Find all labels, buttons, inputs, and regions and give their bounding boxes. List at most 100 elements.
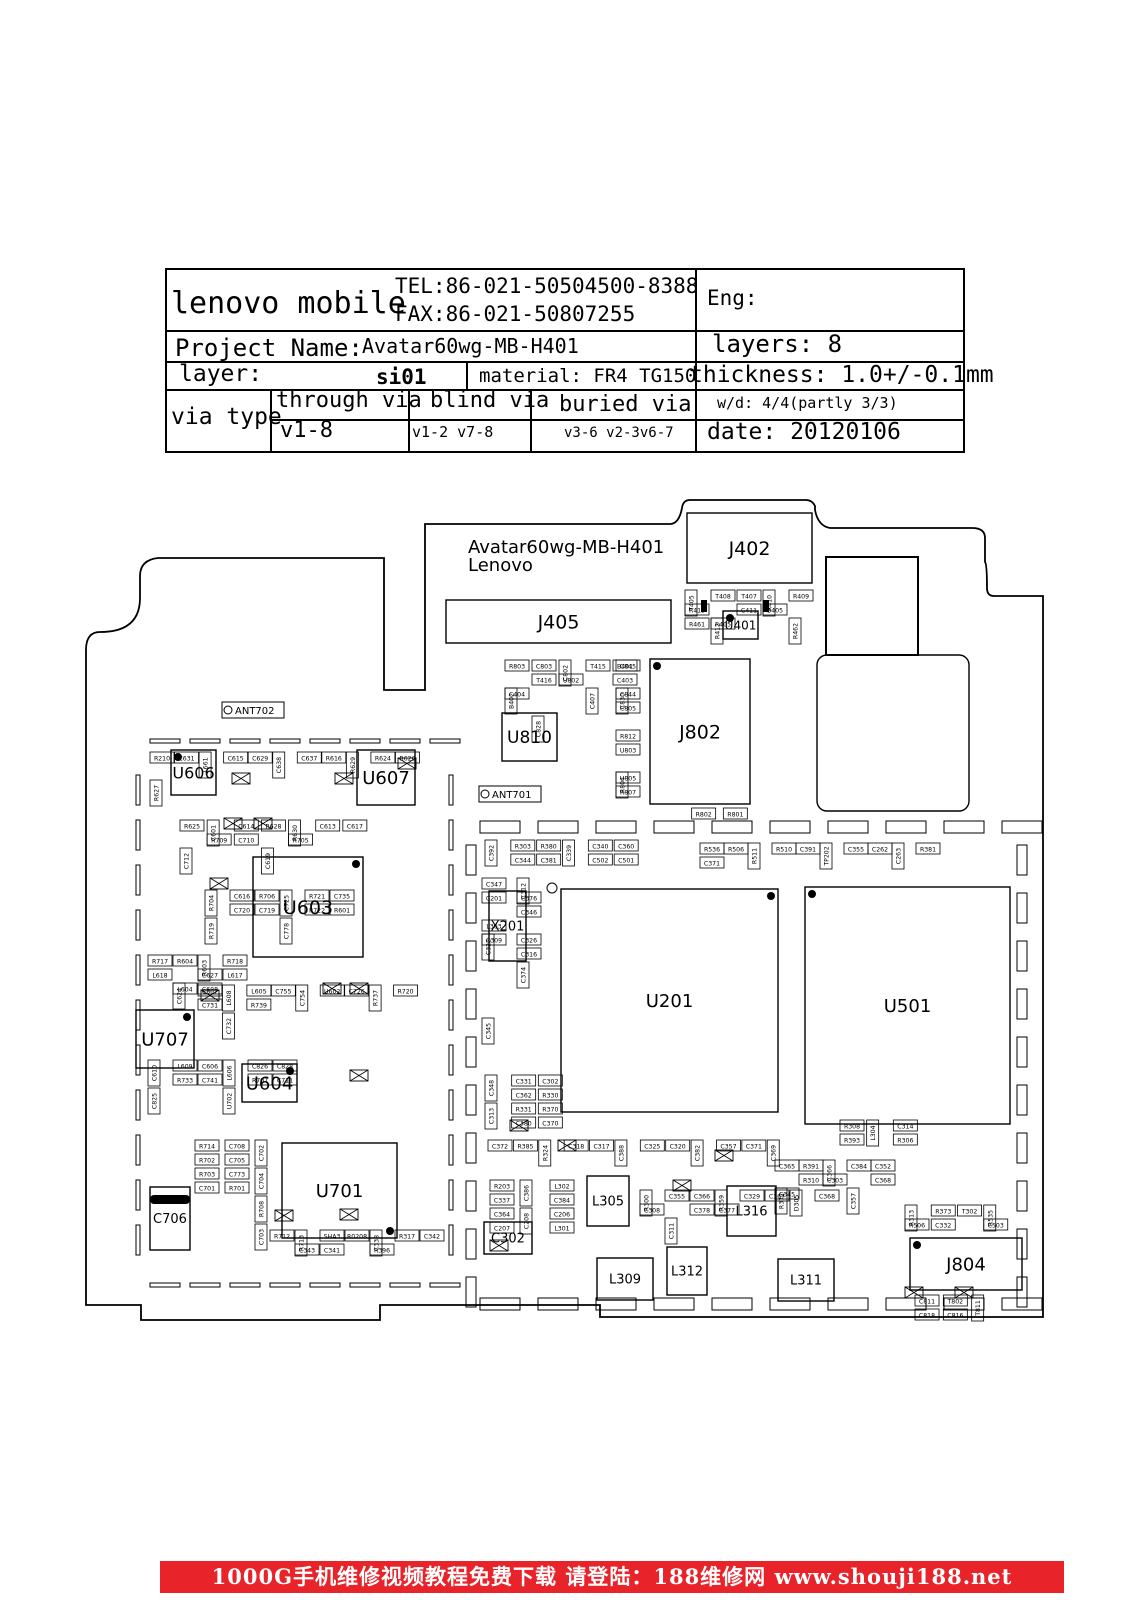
smd-part [589,1139,614,1152]
smd-part [369,1229,383,1257]
component-label: J405 [537,611,580,633]
smd-part [204,889,218,917]
part-label: C701 [199,1186,215,1193]
part-label: C365 [779,1164,795,1171]
smd-part [639,1189,653,1217]
shield-dash [269,1282,301,1288]
shield-dash [429,1282,461,1288]
part-label: C704 [259,1173,266,1189]
smd-part [304,889,330,902]
smd-part [537,1088,563,1101]
part-label: L301 [554,1226,569,1233]
smd-part [558,659,572,687]
component-label: L311 [790,1274,822,1289]
smd-part [788,617,802,645]
smd-part [710,589,736,602]
hatched-pad [231,772,251,785]
smd-part [224,1167,250,1180]
site-banner[interactable]: 1000G手机维修视频教程免费下载 请登陆：188维修网 www.shouji1… [160,1561,1064,1593]
smd-part [172,1073,198,1086]
hatched-pad [904,1286,924,1299]
smd-part [319,984,345,997]
shield-dash [448,1224,454,1256]
smd-part [690,1139,704,1167]
component-l305 [586,1175,630,1227]
smd-part [344,984,370,997]
part-label: R733 [177,1078,193,1085]
smd-part [368,984,382,1012]
smd-part [722,807,748,820]
smd-part [304,903,330,916]
smd-part [223,751,249,764]
smd-part [279,917,293,945]
smd-part [222,984,235,1012]
smd-part [519,1179,533,1207]
part-label: R303 [515,844,531,851]
smd-part [615,771,641,784]
polarity-mark [701,600,707,612]
part-label: R717 [152,959,168,966]
smd-part [197,968,223,981]
hatched-pad [954,1286,974,1299]
part-label: C845 [620,664,636,671]
hatched-pad [223,817,243,830]
part-label: C732 [226,1018,233,1034]
part-label: C637 [301,756,317,763]
part-label: R714 [199,1144,215,1151]
part-label: C407 [590,693,597,709]
part-label: C329 [744,1194,760,1201]
part-label: C309 [486,938,502,945]
smd-part [233,833,259,846]
hatched-pad-cross [397,757,417,770]
shield-dash [135,1089,141,1121]
shield-dash [448,819,454,851]
smd-part [531,659,557,672]
component-l309 [596,1257,654,1301]
buried-via-label: buried via [559,392,692,417]
part-label: C263 [896,848,903,864]
smd-part [664,1189,690,1202]
smd-part [254,1167,268,1195]
part-label: R300 [644,1195,651,1211]
part-label: C778 [284,923,291,939]
shield-dash [189,1282,221,1288]
shield-dash [465,844,477,876]
part-label: C338 [374,1235,381,1251]
smd-part [247,751,273,764]
smd-part [229,903,255,916]
part-label: R703 [199,1172,215,1179]
part-label: U802 [563,678,579,685]
part-label: C341 [324,1248,340,1255]
smd-part [222,954,248,967]
part-label: C811 [919,1299,935,1306]
part-label: C206 [554,1212,570,1219]
shield-dash [448,909,454,941]
part-label: C711 [277,1078,293,1085]
part-label: C355 [848,847,864,854]
part-label: L608 [226,990,233,1005]
part-label: C818 [919,1313,935,1320]
smd-part [665,1139,691,1152]
part-label: R462 [793,623,800,639]
smd-part [179,819,205,832]
part-label: C830 [620,693,627,709]
hatched-pad [509,1119,529,1132]
part-label: C348 [489,1080,496,1096]
part-label: R603 [202,960,209,976]
component-label: C302 [491,1232,525,1247]
part-label: L303 [486,924,501,931]
part-label: B401 [617,664,633,671]
smd-part [481,933,507,946]
part-label: C371 [746,1144,762,1151]
part-label: C364 [494,1212,510,1219]
component-label: J804 [945,1254,986,1275]
part-label: C731 [202,1003,218,1010]
smd-part [254,1139,268,1167]
board-name-label: Avatar60wg-MB-H401 [468,537,664,558]
smd-part [892,1119,918,1132]
hatched-pad [322,982,342,995]
component-u810 [501,712,558,762]
shield-dash [1001,1297,1043,1311]
eng-label: Eng: [707,286,758,310]
shield-dash [537,820,579,834]
